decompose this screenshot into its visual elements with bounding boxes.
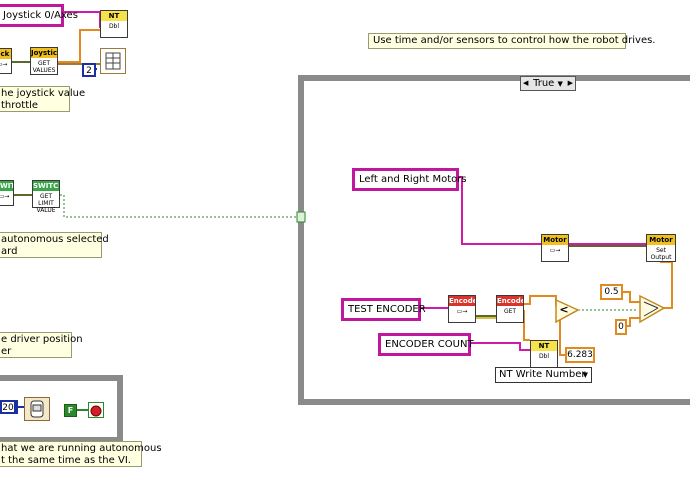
- autonomous-comment: autonomous selected ard: [0, 232, 109, 258]
- motor-set-body: Set Output: [650, 247, 672, 261]
- joystick-axes-string-constant: Joystick 0/Axes: [0, 4, 78, 27]
- encoder-get-vi[interactable]: Encoder GET: [496, 295, 524, 323]
- stop-terminal[interactable]: [88, 402, 104, 418]
- nt-read-body: Dbl: [108, 23, 120, 30]
- nt-write-dbl-vi[interactable]: NT Dbl: [530, 340, 558, 368]
- comparison-value-constant[interactable]: 6.283: [565, 347, 595, 363]
- index-constant-value: 2: [86, 66, 92, 76]
- unbundle-cluster-node[interactable]: [100, 48, 126, 74]
- joystick-comment-line1: he joystick value: [1, 88, 86, 99]
- encoder-count-label: ENCODER COUNT: [385, 339, 474, 350]
- joystick-axes-label: Joystick 0/Axes: [3, 10, 78, 21]
- encoder-count-string-constant[interactable]: ENCODER COUNT: [378, 333, 474, 356]
- wire-motors-string: [458, 176, 541, 245]
- less-than-label: <: [559, 303, 569, 316]
- wire-bool-to-case: [60, 194, 302, 218]
- motor-set-header: Motor: [647, 235, 675, 245]
- test-encoder-label: TEST ENCODER: [348, 304, 426, 315]
- motor-set-output-vi[interactable]: Motor Set Output: [646, 234, 676, 262]
- driver-comment-line1: e driver position: [1, 334, 83, 345]
- encoder-get-header: Encoder: [497, 296, 523, 306]
- clock-icon: [30, 400, 44, 418]
- nt-write-number-ring[interactable]: NT Write Number ▼: [495, 367, 592, 383]
- joystick-get-values-vi[interactable]: Joystick GET VALUES: [30, 47, 58, 75]
- speed-value-constant[interactable]: 0.5: [600, 284, 623, 300]
- joystick-comment-line2: throttle: [1, 100, 39, 111]
- driver-comment-line2: er: [1, 346, 12, 357]
- encoder-ref-header: Encoder: [449, 296, 475, 306]
- switch-get-body: GET LIMIT VALUE: [36, 193, 56, 214]
- motor-reference-vi[interactable]: Motor ▭→: [541, 234, 569, 262]
- while-loop-frame: [0, 375, 123, 443]
- running-autonomous-comment: hat we are running autonomous t the same…: [0, 441, 162, 467]
- motor-ref-header: Motor: [542, 235, 568, 245]
- speed-value: 0.5: [604, 287, 619, 297]
- wait-ms-node[interactable]: [24, 397, 50, 421]
- wait-ms-constant-box[interactable]: 20: [0, 400, 16, 414]
- encoder-ref-icon: ▭→: [456, 308, 468, 315]
- joystick-ref-header: tick: [0, 49, 11, 59]
- nt-write-ring-dropdown-icon[interactable]: ▼: [582, 371, 588, 379]
- autonomous-comment-line2: ard: [1, 246, 18, 257]
- joystick-get-body: GET VALUES: [32, 60, 56, 74]
- switch-get-limit-vi[interactable]: SWITCH GET LIMIT VALUE: [32, 180, 60, 214]
- case-selector-value: True: [533, 78, 555, 89]
- drive-hint-comment: Use time and/or sensors to control how t…: [368, 33, 656, 49]
- encoder-reference-vi[interactable]: Encoder ▭→: [448, 295, 476, 323]
- case-prev-arrow[interactable]: ◀: [523, 79, 529, 87]
- false-constant-label: F: [67, 406, 74, 415]
- case-structure-frame: [298, 75, 690, 405]
- case-selector-terminal: [296, 211, 306, 223]
- left-right-motors-string-constant[interactable]: Left and Right Motors: [352, 168, 467, 191]
- nt-write-body: Dbl: [538, 353, 550, 360]
- switch-ref-icon: ▭→: [0, 193, 10, 200]
- comparison-value: 6.283: [567, 350, 593, 360]
- case-selector[interactable]: ◀ True ▼ ▶: [520, 76, 576, 91]
- false-constant[interactable]: F: [64, 404, 77, 417]
- running-comment-line2: t the same time as the VI.: [1, 455, 131, 466]
- less-than-node: [555, 298, 580, 324]
- wire-speed-out: [660, 256, 673, 309]
- running-comment-line1: hat we are running autonomous: [1, 443, 162, 454]
- drive-hint-text: Use time and/or sensors to control how t…: [373, 35, 656, 46]
- index-constant[interactable]: 2: [82, 63, 96, 77]
- case-dropdown-icon[interactable]: ▼: [557, 80, 563, 88]
- motor-ref-icon: ▭→: [549, 247, 561, 254]
- driver-position-comment: e driver position er: [0, 332, 83, 358]
- wait-ms-value: 20: [2, 403, 14, 413]
- less-than-symbol: <: [557, 303, 571, 317]
- select-node: [639, 294, 666, 324]
- zero-value: 0: [618, 322, 624, 332]
- zero-value-constant[interactable]: 0: [615, 319, 627, 335]
- switch-ref-header: SWITCH: [0, 181, 13, 191]
- test-encoder-string-constant[interactable]: TEST ENCODER: [341, 298, 426, 321]
- joystick-get-header: Joystick: [31, 48, 57, 58]
- joystick-reference-vi[interactable]: tick ▭→: [0, 48, 12, 74]
- encoder-get-body: GET: [503, 308, 517, 315]
- wire-encoder-count: [470, 342, 530, 351]
- joystick-comment: he joystick value throttle: [0, 86, 86, 112]
- case-next-arrow[interactable]: ▶: [567, 79, 573, 87]
- switch-get-header: SWITCH: [33, 181, 59, 191]
- cluster-grid-icon: [105, 52, 121, 70]
- left-right-motors-label: Left and Right Motors: [359, 174, 467, 185]
- nt-write-header: NT: [531, 341, 557, 351]
- joystick-ref-icon: ▭→: [0, 61, 8, 68]
- wire-encoder-value: [524, 295, 557, 306]
- nt-read-header: NT: [101, 11, 127, 21]
- stop-icon: [90, 405, 102, 417]
- wire-axes: [58, 29, 100, 63]
- switch-reference-vi[interactable]: SWITCH ▭→: [0, 180, 14, 206]
- nt-read-dbl-vi[interactable]: NT Dbl: [100, 10, 128, 38]
- autonomous-comment-line1: autonomous selected: [1, 234, 109, 245]
- nt-write-ring-value: NT Write Number: [499, 369, 586, 380]
